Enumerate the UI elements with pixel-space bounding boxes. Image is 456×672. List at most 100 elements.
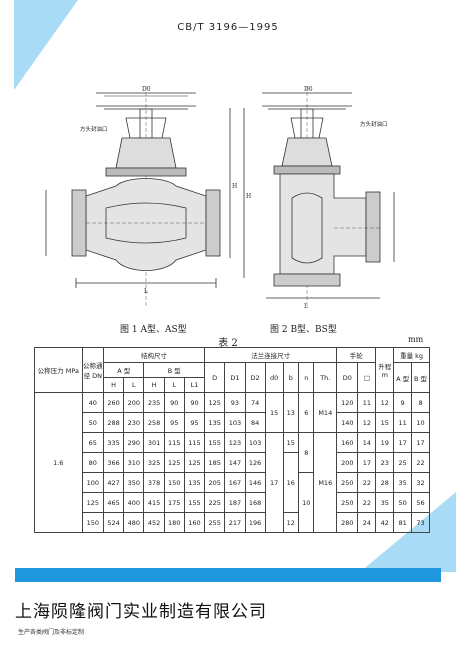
table-row: 100 427 350 378 150 135 205 167 146 10 2… (35, 472, 430, 533)
merged-n: 6 (298, 392, 315, 433)
merged-b: 12 (282, 512, 300, 533)
table-cell: 74 (244, 392, 266, 413)
table-cell: 125 (204, 392, 226, 413)
top-left-corner-decoration (0, 0, 80, 95)
table-cell: 125 (163, 452, 185, 473)
table-cell: 452 (143, 512, 165, 533)
svg-text:L: L (144, 288, 148, 295)
header-col-b: b (282, 362, 300, 393)
table-cell: 90 (183, 392, 206, 413)
table-cell: 415 (143, 492, 165, 513)
table-cell: 11 (357, 392, 377, 413)
table-cell: 125 (183, 452, 206, 473)
table-cell: 14 (357, 432, 377, 453)
table-cell: 35 (375, 492, 395, 513)
table-cell: 155 (204, 432, 226, 453)
table-cell: 217 (224, 512, 246, 533)
table-cell: 378 (143, 472, 165, 493)
table-cell: 19 (375, 432, 395, 453)
table-cell: 465 (102, 492, 125, 513)
header-col-H-b: H (143, 377, 165, 393)
table-cell: 11 (393, 412, 413, 433)
header-col-n: n (298, 362, 315, 393)
table-cell: 160 (336, 432, 359, 453)
svg-text:H: H (246, 193, 251, 200)
header-pressure: 公称压力 MPa (34, 347, 83, 393)
table-cell: 160 (183, 512, 206, 533)
header-col-d0: d0 (264, 362, 284, 393)
table-cell: 150 (81, 512, 104, 533)
header-col-H-a: H (102, 377, 125, 393)
table-cell: 400 (123, 492, 145, 513)
table-cell: 150 (163, 472, 185, 493)
table-cell: 42 (375, 512, 395, 533)
merged-b: 15 (282, 432, 300, 453)
table-row: 125 465 400 415 175 155 225 187 168 250 … (35, 492, 430, 513)
table-cell: 185 (204, 452, 226, 473)
table-cell: 9 (393, 392, 413, 413)
header-type-b: B 型 (143, 362, 206, 378)
document-code: CB/T 3196—1995 (177, 22, 279, 33)
table-cell: 155 (183, 492, 206, 513)
table-cell: 12 (357, 412, 377, 433)
table-cell: 103 (244, 432, 266, 453)
table-cell: 40 (81, 392, 104, 413)
table-cell: 35 (393, 472, 413, 493)
accent-bar (15, 568, 441, 582)
table-cell: 103 (224, 412, 246, 433)
table-title: 表 2 (218, 338, 238, 349)
table-cell: 95 (163, 412, 185, 433)
header-col-D: D (204, 362, 226, 393)
table-cell: 56 (411, 492, 430, 513)
table-cell: 25 (393, 452, 413, 473)
table-cell: 325 (143, 452, 165, 473)
company-tagline: 生产各类阀门及非标定制 (18, 629, 85, 636)
table-cell: 17 (393, 432, 413, 453)
table-cell: 28 (375, 472, 395, 493)
table-cell: 22 (357, 472, 377, 493)
merged-th: M16 (313, 432, 338, 533)
company-name: 上海陨隆阀门实业制造有限公司 (15, 602, 267, 622)
table-cell: 175 (163, 492, 185, 513)
table-cell: 260 (102, 392, 125, 413)
table-cell: 84 (244, 412, 266, 433)
table-cell: 115 (163, 432, 185, 453)
header-col-D0: D0 (336, 362, 359, 393)
header-dn: 公称通径 DN (81, 347, 104, 393)
svg-text:D0: D0 (142, 86, 151, 93)
header-flange: 法兰连接尺寸 (204, 347, 338, 363)
table-cell: 65 (81, 432, 104, 453)
header-weight: 重量 kg (393, 347, 430, 363)
table-cell: 22 (357, 492, 377, 513)
merged-d0: 17 (264, 432, 284, 533)
table-cell: 225 (204, 492, 226, 513)
table-cell: 123 (224, 432, 246, 453)
table-cell: 187 (224, 492, 246, 513)
svg-text:L: L (304, 303, 308, 310)
table-cell: 301 (143, 432, 165, 453)
merged-th: M14 (313, 392, 338, 433)
table-cell: 90 (163, 392, 185, 413)
figure1-caption: 图 1 A型、AS型 (120, 325, 187, 335)
table-cell: 24 (357, 512, 377, 533)
header-type-a: A 型 (102, 362, 145, 378)
table-cell: 180 (163, 512, 185, 533)
table-cell: 73 (411, 512, 430, 533)
valve-drawings: D0 D0 L L H H (45, 86, 395, 310)
table-cell: 32 (411, 472, 430, 493)
header-col-D1: D1 (224, 362, 246, 393)
header-col-L1-b: L1 (183, 377, 206, 393)
table-cell: 115 (183, 432, 206, 453)
table-cell: 250 (336, 472, 359, 493)
header-col-L-a: L (123, 377, 145, 393)
table-cell: 17 (411, 432, 430, 453)
table-header-row-1: 公称压力 MPa 公称通径 DN 结构尺寸 法兰连接尺寸 手轮 升程 m 重量 … (34, 347, 430, 393)
table-cell: 95 (183, 412, 206, 433)
specification-table: 公称压力 MPa 公称通径 DN 结构尺寸 法兰连接尺寸 手轮 升程 m 重量 … (34, 347, 430, 533)
merged-d0: 15 (264, 392, 284, 433)
table-cell: 140 (336, 412, 359, 433)
table-cell: 196 (244, 512, 266, 533)
table-cell: 93 (224, 392, 246, 413)
table-cell: 17 (357, 452, 377, 473)
table-row: 1.6 40 260 200 235 90 90 125 93 74 15 13… (34, 392, 430, 533)
